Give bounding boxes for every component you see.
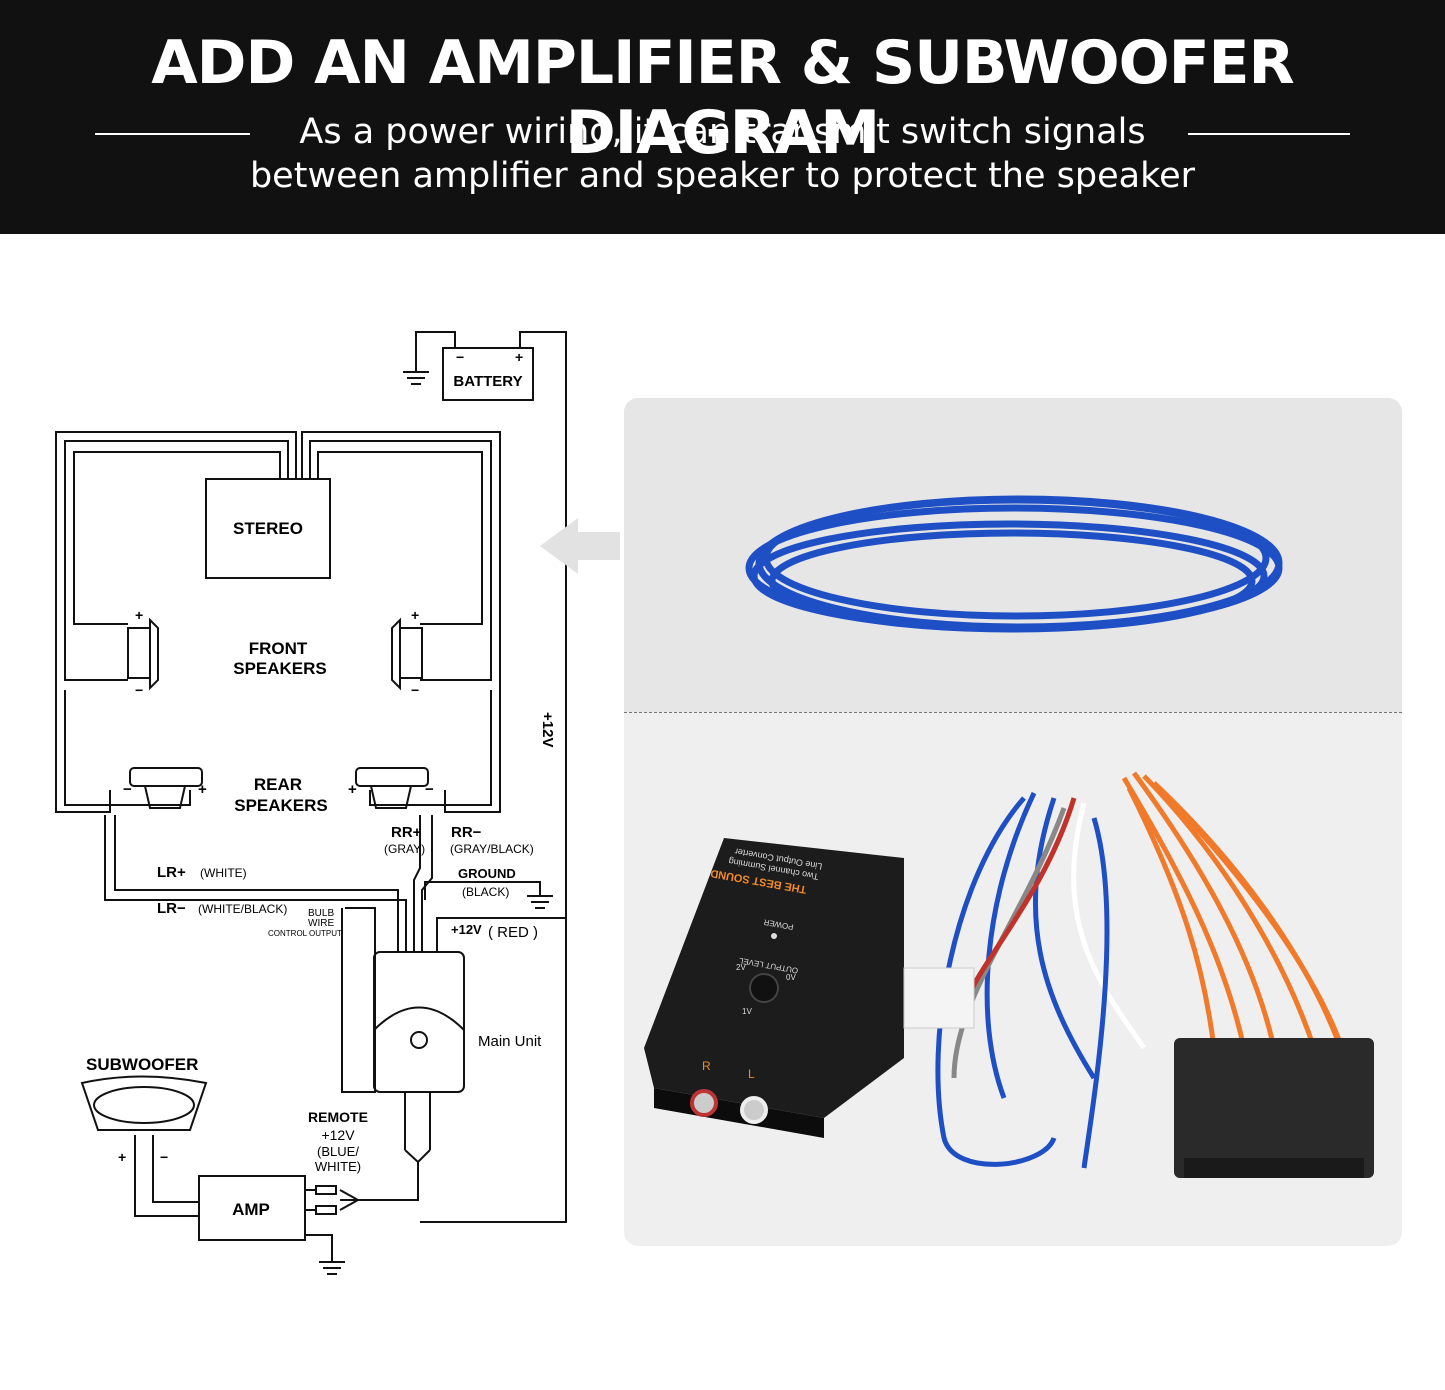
header-banner: ADD AN AMPLIFIER & SUBWOOFER DIAGRAM As …	[0, 0, 1445, 234]
speaker-rear-left-icon	[129, 767, 203, 787]
product-illustration: THE BEST SOUND Two channel Summing Line …	[644, 495, 1374, 1178]
svg-text:REMOTE: REMOTE	[308, 1109, 368, 1125]
panel-divider	[624, 712, 1402, 713]
svg-text:−: −	[160, 1149, 168, 1165]
amp-box	[198, 1175, 306, 1241]
svg-text:(BLUE/: (BLUE/	[317, 1144, 359, 1159]
svg-text:LR−: LR−	[157, 900, 186, 917]
svg-text:+: +	[198, 781, 207, 798]
main-unit-label: Main Unit	[478, 1033, 542, 1050]
stereo-label: STEREO	[233, 519, 303, 538]
molex-plug-icon	[903, 967, 975, 1029]
svg-text:(WHITE): (WHITE)	[200, 866, 247, 880]
product-photo-panel: THE BEST SOUND Two channel Summing Line …	[624, 398, 1402, 1246]
svg-text:GROUND: GROUND	[458, 866, 516, 881]
orange-wires-icon	[1121, 771, 1357, 1089]
speaker-front-right-icon	[399, 627, 423, 679]
speaker-front-left-icon	[127, 627, 151, 679]
svg-text:RR+: RR+	[391, 824, 422, 841]
svg-text:0V: 0V	[786, 973, 796, 982]
svg-text:R: R	[702, 1059, 711, 1073]
svg-text:+: +	[118, 1149, 126, 1165]
subwoofer-label: SUBWOOFER	[86, 1055, 198, 1074]
svg-text:−: −	[411, 682, 419, 698]
svg-text:+: +	[135, 607, 143, 623]
svg-text:+: +	[411, 607, 419, 623]
battery-box	[442, 347, 534, 401]
stereo-box	[205, 478, 331, 579]
battery-label: BATTERY	[453, 373, 522, 390]
front-speakers-label-2: SPEAKERS	[233, 659, 327, 678]
svg-text:BULB: BULB	[308, 908, 334, 919]
subtitle-line-1: As a power wiring, it can transmit switc…	[299, 112, 1146, 152]
svg-text:WHITE): WHITE)	[315, 1159, 361, 1174]
subtitle-rule-right	[1188, 133, 1350, 135]
svg-text:CONTROL OUTPUT: CONTROL OUTPUT	[268, 929, 342, 938]
svg-text:( RED ): ( RED )	[488, 924, 538, 941]
speaker-rear-right-icon	[355, 767, 429, 787]
main-unit-box	[373, 951, 465, 1093]
svg-text:−: −	[456, 349, 464, 365]
svg-text:(GRAY/BLACK): (GRAY/BLACK)	[450, 842, 534, 856]
front-speakers-label-1: FRONT	[249, 639, 308, 658]
line-converter-icon: THE BEST SOUND Two channel Summing Line …	[644, 838, 904, 1138]
arrow-left-icon	[540, 518, 620, 574]
svg-text:+12V: +12V	[321, 1127, 355, 1143]
subtitle-line-2: between amplifier and speaker to protect…	[249, 156, 1196, 196]
svg-text:+: +	[348, 781, 357, 798]
svg-text:(BLACK): (BLACK)	[462, 885, 509, 899]
rear-speakers-label-1: REAR	[254, 775, 302, 794]
rear-speakers-label-2: SPEAKERS	[234, 796, 328, 815]
subtitle-rule-left	[95, 133, 250, 135]
svg-text:WIRE: WIRE	[308, 918, 334, 929]
svg-text:−: −	[135, 682, 143, 698]
svg-text:(WHITE/BLACK): (WHITE/BLACK)	[198, 902, 287, 916]
svg-text:RR−: RR−	[451, 824, 482, 841]
wiring-harness-icon	[935, 791, 1147, 1169]
subwoofer-icon	[80, 1075, 208, 1131]
svg-text:+12V: +12V	[451, 922, 482, 937]
svg-text:1V: 1V	[742, 1007, 752, 1016]
svg-text:L: L	[748, 1067, 755, 1081]
svg-text:+: +	[515, 349, 523, 365]
svg-text:−: −	[425, 781, 434, 798]
svg-text:2V: 2V	[736, 963, 746, 972]
svg-text:(GRAY): (GRAY)	[384, 842, 425, 856]
svg-text:−: −	[123, 781, 132, 798]
plus12v-vertical-label: +12V	[539, 712, 556, 747]
amp-label: AMP	[232, 1200, 270, 1219]
harness-connector-icon	[1174, 1038, 1374, 1178]
wiring-diagram: − + BATTERY STEREO FRONT SPEAKERS REAR S…	[55, 331, 620, 1275]
svg-text:LR+: LR+	[157, 864, 186, 881]
blue-wire-coil-icon	[745, 495, 1283, 633]
page-title: ADD AN AMPLIFIER & SUBWOOFER DIAGRAM	[151, 28, 1295, 168]
